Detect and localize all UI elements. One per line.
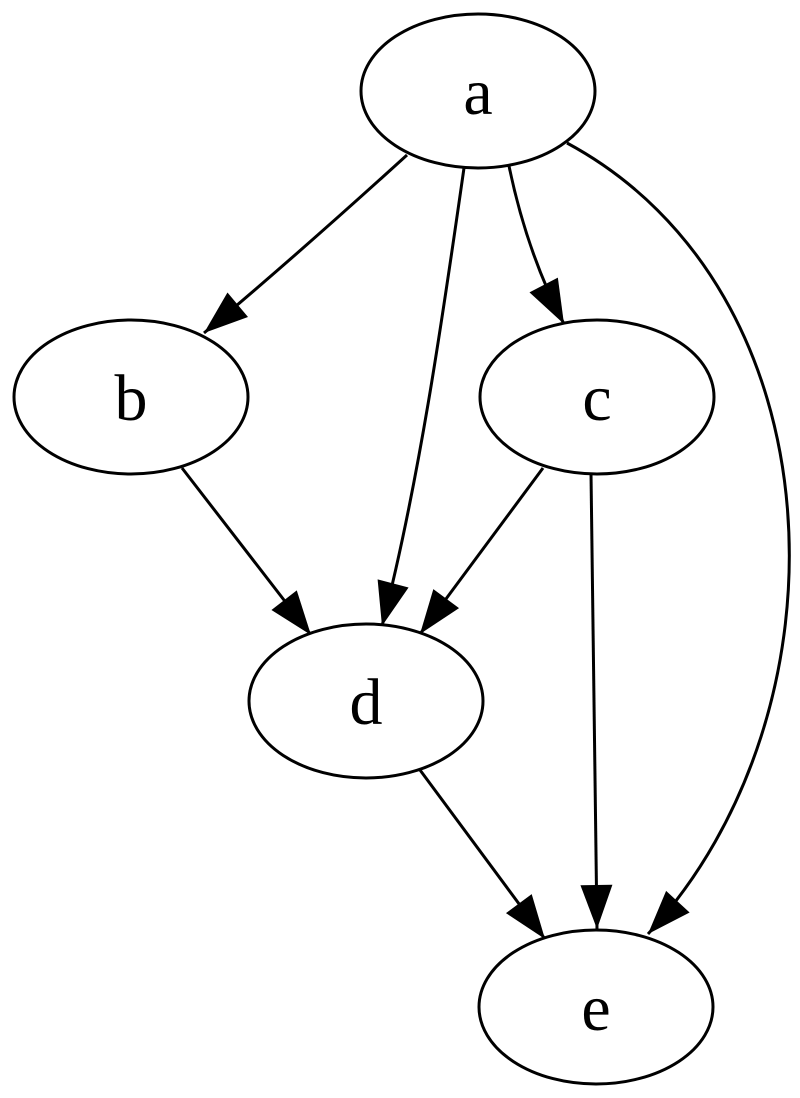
graph-node-a	[359, 12, 597, 170]
edge-a-b	[203, 153, 409, 335]
node-label-e: e	[581, 972, 610, 1045]
graph-node-e	[477, 928, 715, 1086]
graph-node-c	[478, 318, 716, 476]
edge-c-e	[580, 472, 613, 930]
node-label-b: b	[115, 362, 148, 435]
node-label-c: c	[582, 362, 611, 435]
graph-node-b	[12, 318, 250, 476]
edge-b-d	[180, 467, 313, 636]
node-label-a: a	[463, 56, 492, 129]
edge-a-c	[507, 165, 566, 325]
edge-c-d	[418, 467, 545, 635]
edge-a-d	[377, 167, 466, 627]
node-label-d: d	[350, 666, 383, 739]
edge-d-e	[418, 769, 547, 940]
graph-node-d	[247, 622, 485, 780]
edge-a-e	[566, 141, 791, 936]
